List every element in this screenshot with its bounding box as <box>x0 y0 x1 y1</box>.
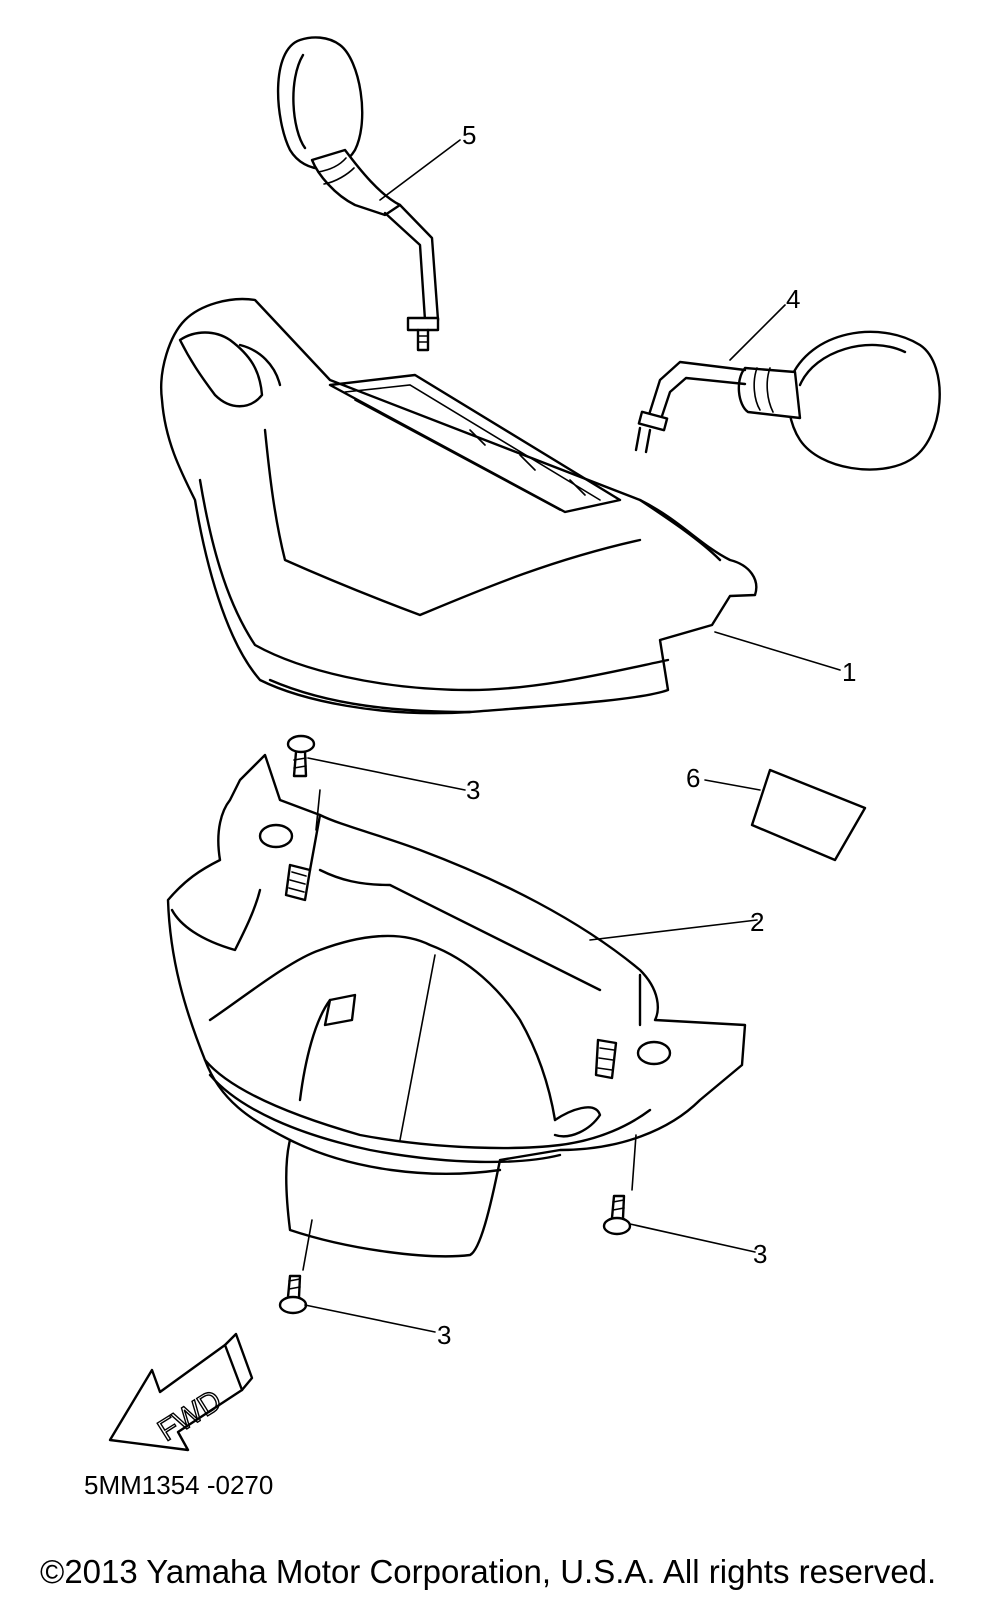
copyright-notice: ©2013 Yamaha Motor Corporation, U.S.A. A… <box>40 1553 937 1590</box>
lower-handlebar-cover-part-2[interactable] <box>166 753 747 1258</box>
drawing-code: 5MM1354 -0270 <box>84 1470 274 1500</box>
callout-part-3-lower: 3 <box>437 1320 451 1350</box>
upper-handlebar-cover-part-1[interactable] <box>160 297 758 715</box>
callout-part-5: 5 <box>462 120 476 150</box>
screw-part-3-upper[interactable] <box>286 734 321 831</box>
leader-lines <box>304 139 841 1333</box>
callout-part-2: 2 <box>750 907 764 937</box>
callout-part-3-upper: 3 <box>466 775 480 805</box>
callout-part-4: 4 <box>786 284 800 314</box>
mirror-right-part-4[interactable] <box>634 330 941 471</box>
mirror-left-part-5[interactable] <box>276 36 440 352</box>
callout-part-3-right: 3 <box>753 1239 767 1269</box>
screw-part-3-lower[interactable] <box>278 1219 313 1315</box>
fwd-arrow-icon: FWD <box>108 1332 254 1452</box>
screw-part-3-right[interactable] <box>602 1134 637 1236</box>
label-part-6[interactable] <box>750 768 867 862</box>
callout-part-6: 6 <box>686 763 700 793</box>
callout-part-1: 1 <box>842 657 856 687</box>
